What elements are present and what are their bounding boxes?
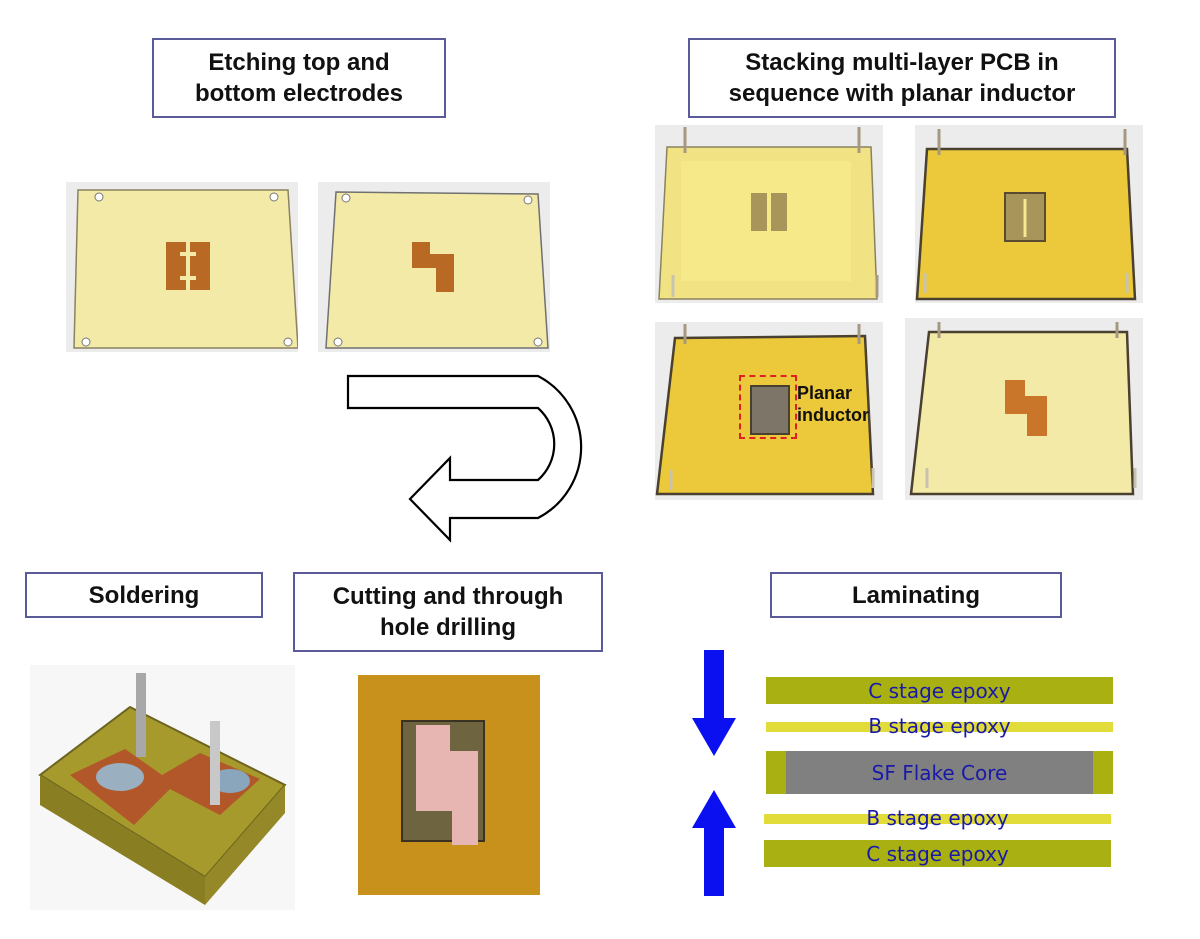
pcb-top-electrode-illustration	[73, 189, 298, 349]
photo-bottom-electrode	[318, 182, 550, 352]
layer-label: SF Flake Core	[871, 760, 1008, 785]
pcb-stack-layer-2-illustration	[915, 129, 1137, 301]
layer-label: B stage epoxy	[866, 806, 1009, 830]
layer-label: C stage epoxy	[868, 678, 1011, 703]
layer-c-stage-epoxy-bottom: C stage epoxy	[764, 840, 1111, 867]
step-etching-box: Etching top and bottom electrodes	[152, 38, 446, 118]
photo-cut-drilled-device	[358, 675, 540, 895]
step-laminating-label: Laminating	[851, 581, 980, 609]
step-stacking-line2: sequence with planar inductor	[728, 80, 1076, 107]
step-stacking-box: Stacking multi-layer PCB in sequence wit…	[688, 38, 1116, 118]
press-arrow-down	[692, 650, 736, 756]
step-soldering-label: Soldering	[88, 581, 200, 609]
step-cutting-line2: hole drilling	[379, 614, 516, 641]
planar-inductor-highlight-box	[739, 375, 797, 439]
photo-stack-layer-4	[905, 318, 1143, 500]
step-laminating-box: Laminating	[770, 572, 1062, 618]
layer-c-stage-epoxy-top: C stage epoxy	[766, 677, 1113, 704]
step-etching-line1: Etching top and	[208, 49, 390, 76]
photo-stack-layer-3	[655, 322, 883, 500]
core-inner	[786, 751, 1093, 794]
step-cutting-line1: Cutting and through	[332, 583, 564, 610]
planar-inductor-line2: inductor	[797, 405, 869, 425]
planar-inductor-line1: Planar	[797, 383, 853, 403]
soldered-device-illustration	[38, 673, 287, 905]
pcb-stack-layer-4-illustration	[909, 322, 1137, 496]
step-cutting-box: Cutting and through hole drilling	[293, 572, 603, 652]
step-soldering-box: Soldering	[25, 572, 263, 618]
step-stacking-line1: Stacking multi-layer PCB in	[745, 49, 1059, 76]
photo-stack-layer-2	[915, 125, 1143, 303]
photo-soldered-device	[30, 665, 295, 910]
layer-b-stage-epoxy-bottom: B stage epoxy	[764, 806, 1111, 830]
pcb-stack-layer-3-illustration	[655, 324, 875, 496]
planar-inductor-annotation: Planar inductor	[797, 382, 869, 426]
press-arrow-up	[692, 790, 736, 896]
layer-sf-flake-core: SF Flake Core	[766, 751, 1113, 794]
photo-top-electrode	[66, 182, 298, 352]
step-etching-line2: bottom electrodes	[194, 80, 404, 107]
pcb-bottom-electrode-illustration	[325, 191, 549, 349]
layer-label: C stage epoxy	[866, 841, 1009, 866]
cut-device-illustration	[401, 720, 485, 845]
layer-label: B stage epoxy	[868, 714, 1011, 738]
photo-stack-layer-1	[655, 125, 883, 303]
pcb-stack-layer-1-illustration	[658, 127, 879, 300]
process-u-turn-arrow	[346, 374, 583, 543]
layer-b-stage-epoxy-top: B stage epoxy	[766, 714, 1113, 738]
